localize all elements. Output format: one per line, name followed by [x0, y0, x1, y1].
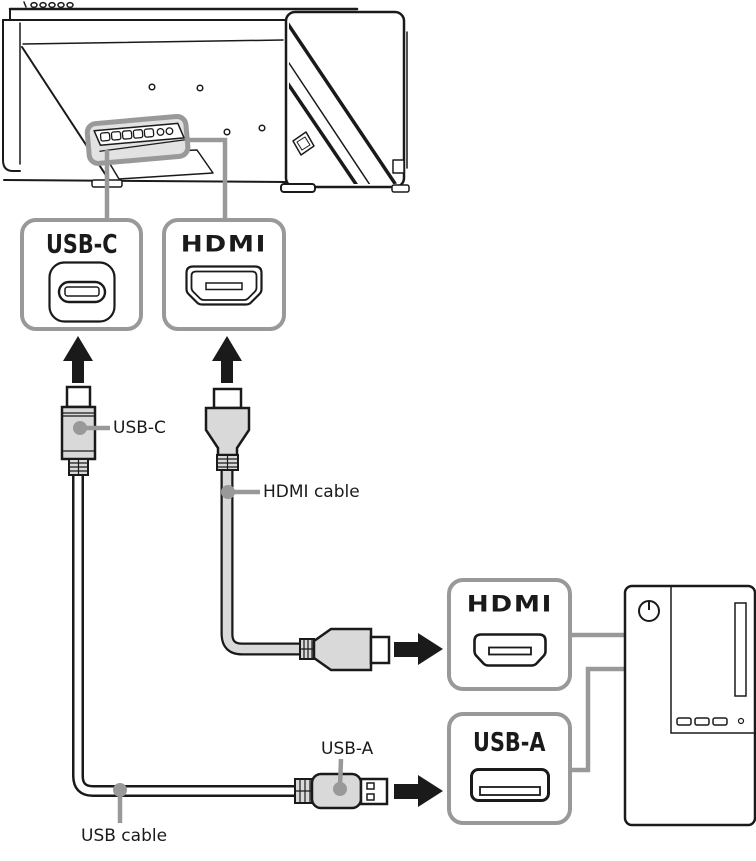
- callout-connector-lines: [104, 137, 228, 219]
- monitor-buttons-icon: [23, 1, 74, 9]
- drive-slot: [734, 602, 747, 697]
- screw-icon: [148, 83, 156, 91]
- computer-usb-a-port-label: USB-A: [473, 728, 546, 758]
- computer-hdmi-port-box: HDMI: [447, 578, 572, 691]
- monitor-hdmi-port-box: HDMI: [162, 218, 286, 331]
- monitor-usb-c-port-label: USB-C: [45, 230, 118, 260]
- computer-tower-illustration: [623, 584, 756, 827]
- usb-cable: [72, 472, 298, 797]
- strain-relief: [216, 454, 239, 471]
- up-arrow-icon: [212, 336, 242, 383]
- front-port: [676, 717, 692, 726]
- screw-icon: [258, 124, 266, 132]
- screw-icon: [196, 84, 204, 92]
- strain-relief: [68, 458, 89, 476]
- monitor-usb-c-port-box: USB-C: [20, 218, 143, 331]
- hdmi-port-icon: [185, 265, 263, 306]
- front-port: [712, 717, 728, 726]
- up-arrow-icon: [63, 336, 93, 383]
- monitor-illustration: [2, 1, 410, 193]
- right-arrow-icon: [394, 775, 443, 807]
- hdmi-cable-label: HDMI cable: [263, 482, 360, 502]
- callout-markers: [73, 421, 347, 823]
- hdmi-cable: [220, 466, 302, 656]
- usb-a-port-icon: [469, 768, 550, 802]
- port-panel-highlight: [84, 113, 191, 166]
- right-arrow-icon: [394, 633, 443, 665]
- screw-icon: [223, 128, 231, 136]
- usb-c-plug: [60, 385, 97, 476]
- hdmi-plug-monitor-end: [204, 387, 251, 471]
- hdmi-port-icon: [472, 633, 547, 667]
- hdmi-plug-computer-end: [299, 627, 391, 672]
- monitor-stand: [280, 10, 410, 193]
- power-button-icon: [638, 600, 660, 622]
- usb-c-plug-label: USB-C: [113, 418, 166, 438]
- front-port: [694, 717, 710, 726]
- computer-hdmi-port-label: HDMI: [466, 592, 553, 618]
- monitor-hdmi-port-label: HDMI: [180, 232, 268, 258]
- computer-connector-lines: [570, 632, 627, 773]
- usb-a-plug-label: USB-A: [321, 739, 374, 759]
- usb-c-port-icon: [47, 261, 116, 323]
- usb-cable-label: USB cable: [81, 826, 168, 846]
- front-jack: [737, 717, 745, 725]
- computer-usb-a-port-box: USB-A: [447, 712, 572, 825]
